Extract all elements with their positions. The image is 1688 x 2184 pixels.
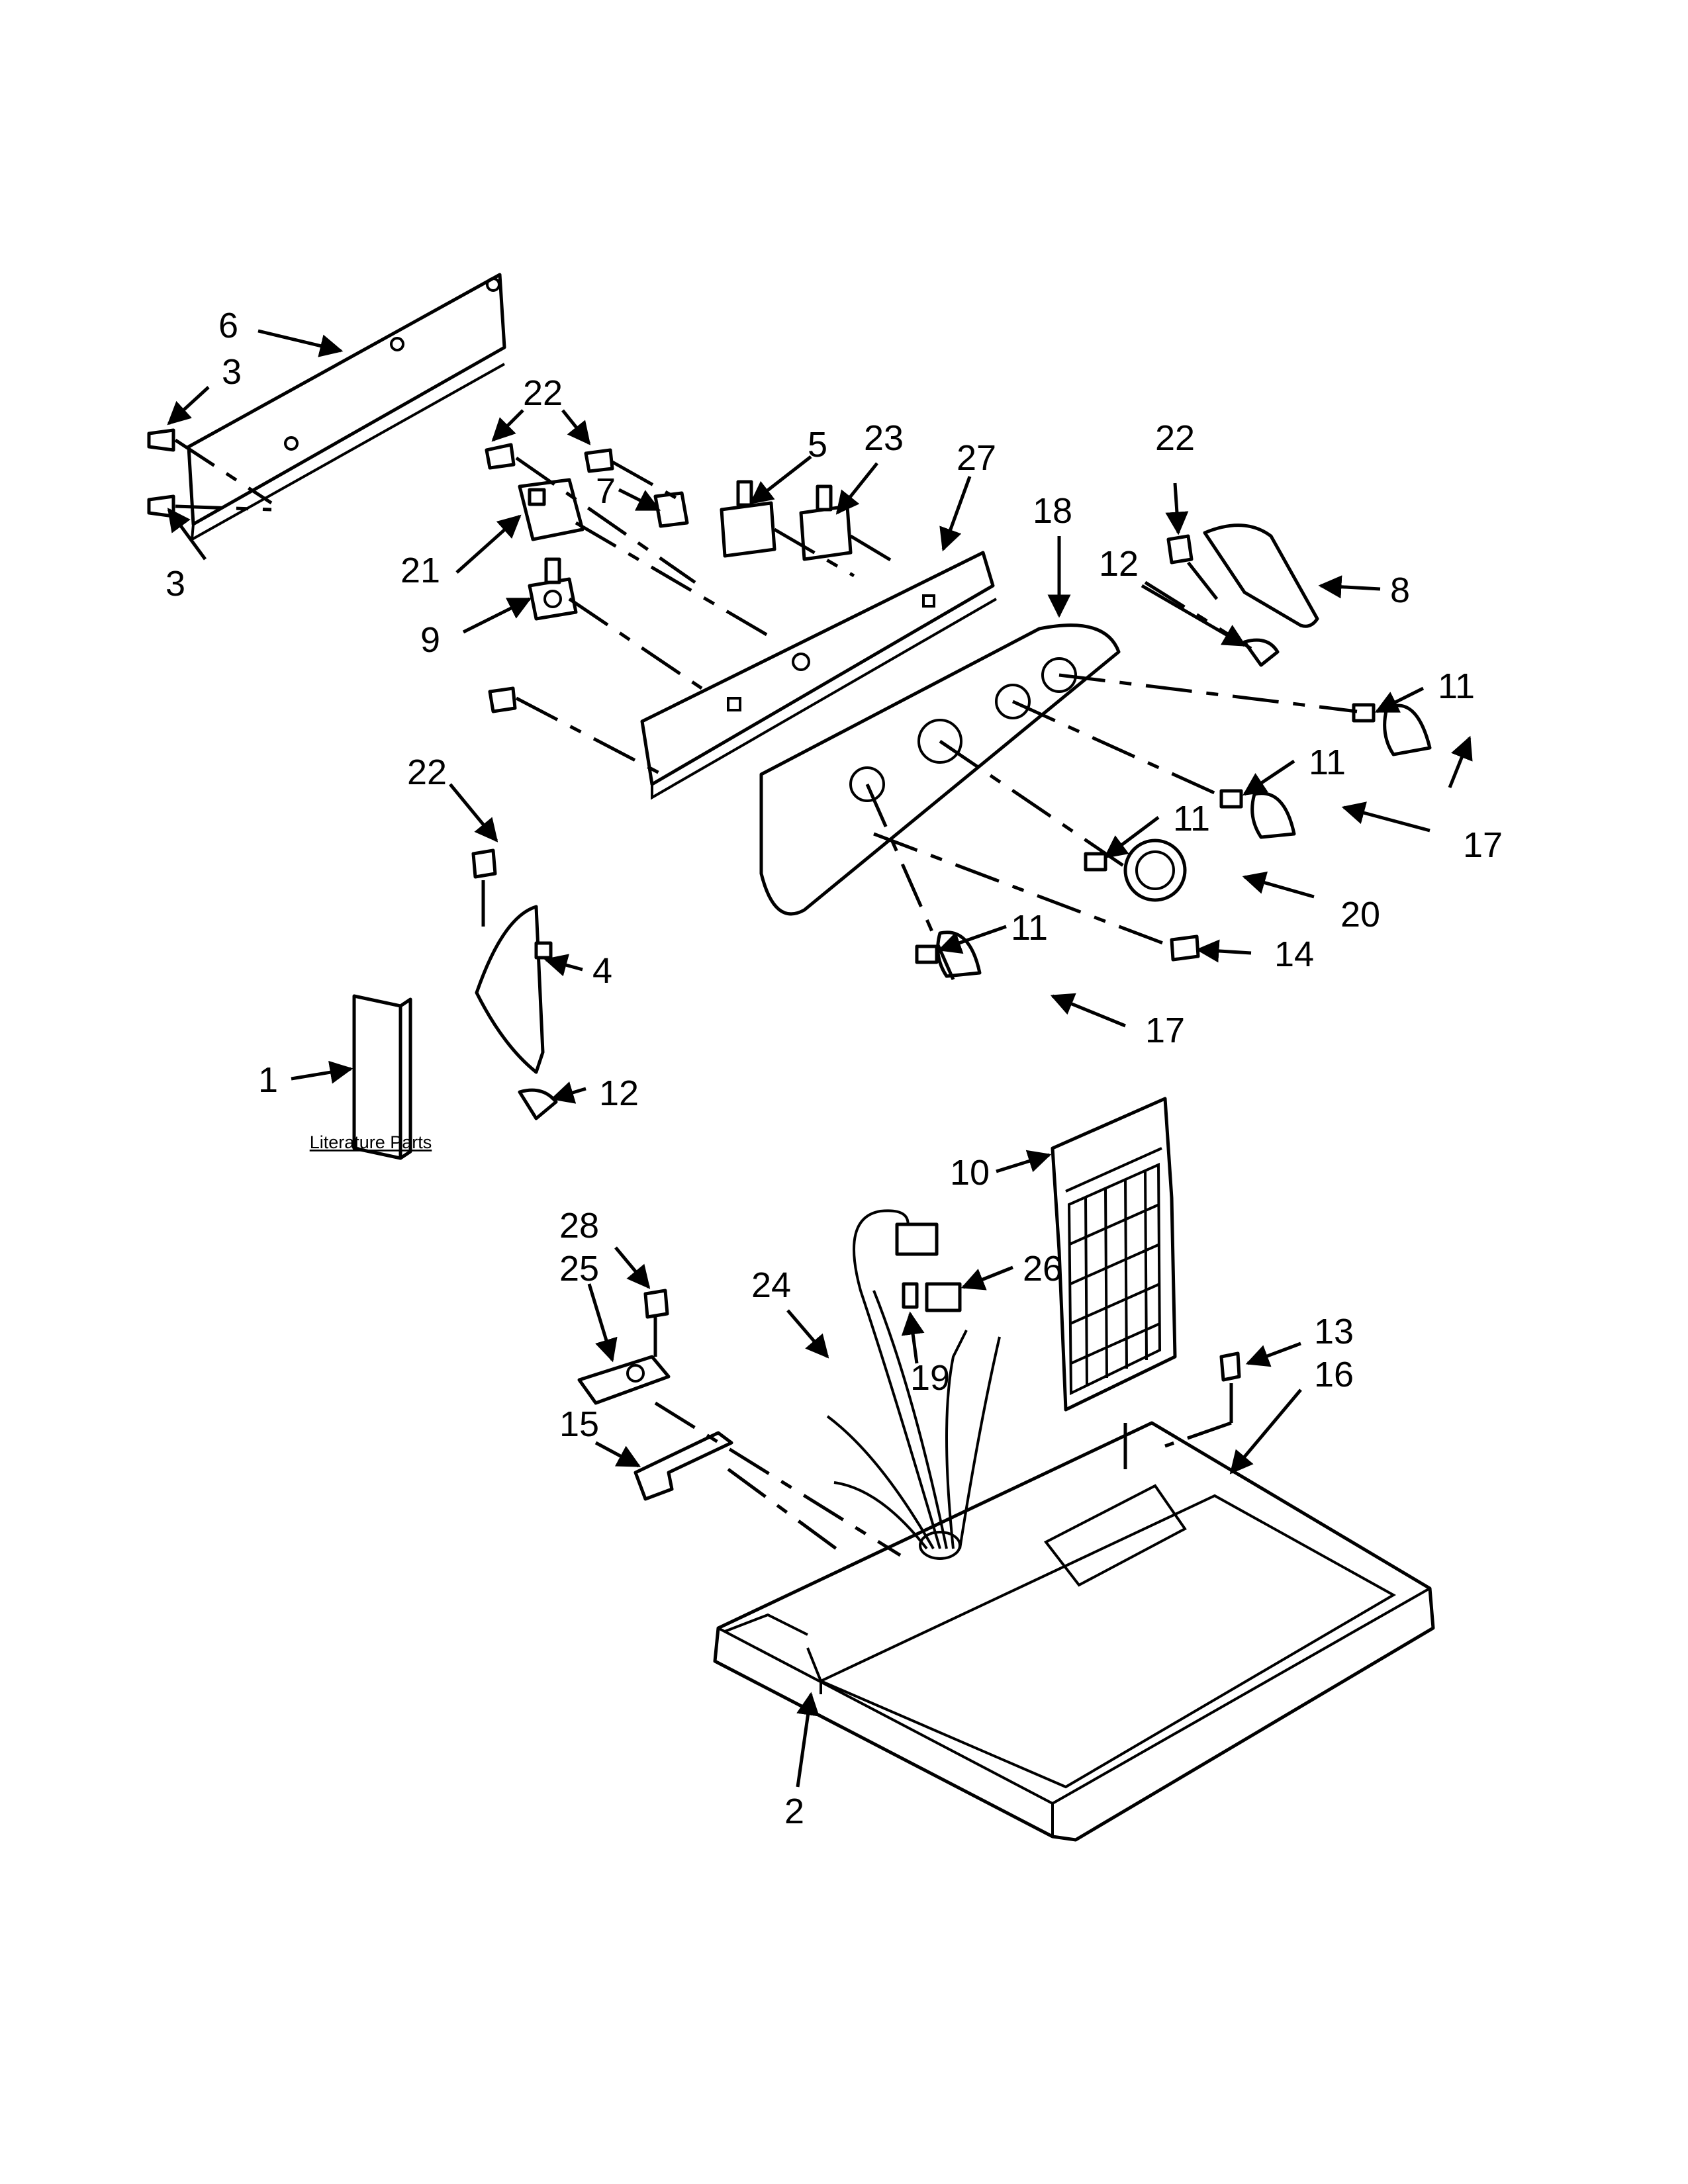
callout-22-left: 22 (407, 752, 447, 792)
callout-1: 1 (258, 1060, 278, 1100)
knob-part-17-mid (1250, 792, 1296, 839)
switch-part-23 (799, 484, 853, 561)
screw-part-22-left (488, 686, 517, 713)
spring-part-11-d (915, 944, 939, 964)
callout-11-c: 11 (1173, 799, 1210, 839)
callout-11-b: 11 (1309, 743, 1346, 782)
callout-21: 21 (400, 551, 440, 590)
clip-part-12-left (518, 1088, 558, 1120)
callout-3-lower: 3 (165, 564, 185, 604)
wire-harness (826, 1209, 1001, 1550)
spring-part-11-c (1084, 852, 1107, 872)
callout-14: 14 (1274, 934, 1314, 974)
screw-part-22-right (1166, 534, 1194, 565)
callout-20: 20 (1340, 895, 1380, 934)
callout-17-right: 17 (1463, 825, 1503, 865)
callout-7: 7 (596, 471, 616, 511)
knob-part-17-right (1383, 704, 1432, 756)
end-cap-part-8 (1203, 523, 1319, 628)
callout-11-a: 11 (1438, 666, 1475, 706)
callout-4: 4 (592, 951, 612, 991)
callout-12-right: 12 (1099, 544, 1139, 584)
control-bracket (640, 551, 997, 800)
screw-part-19 (902, 1282, 919, 1309)
callout-16: 16 (1314, 1355, 1354, 1394)
connector-part-26 (925, 1282, 962, 1312)
clip-part-12-right (1243, 638, 1280, 667)
callout-26: 26 (1023, 1249, 1062, 1289)
callout-23: 23 (864, 418, 904, 458)
callout-25: 25 (559, 1249, 599, 1289)
callout-5: 5 (808, 425, 827, 465)
callout-labels: 6 3 3 22 7 21 9 5 23 27 18 22 8 12 11 11… (165, 306, 1503, 1831)
callout-13: 13 (1314, 1312, 1354, 1351)
callout-2: 2 (784, 1792, 804, 1831)
literature-book (352, 994, 412, 1160)
callout-28: 28 (559, 1206, 599, 1246)
callout-27: 27 (957, 438, 996, 478)
screw-part-13 (1219, 1351, 1241, 1382)
screw-part-14 (1170, 934, 1200, 962)
screw-part-22-top-left (485, 443, 516, 470)
callout-22-top: 22 (523, 373, 563, 413)
callout-17-lower: 17 (1145, 1011, 1185, 1050)
switch-part-5 (720, 480, 776, 558)
screw-part-22-cap (471, 848, 497, 879)
switch-part-9 (528, 557, 578, 621)
callout-24: 24 (751, 1265, 791, 1305)
callout-3-upper: 3 (222, 352, 242, 392)
screw-part-28 (643, 1289, 669, 1319)
trim-part-2 (806, 1647, 822, 1694)
callout-10: 10 (950, 1153, 990, 1193)
spring-part-11-a (1352, 703, 1376, 723)
callout-19: 19 (910, 1358, 950, 1398)
callout-11-d: 11 (1011, 908, 1048, 948)
screw-part-3-upper (147, 428, 175, 452)
callout-18: 18 (1033, 491, 1072, 531)
callout-22-right: 22 (1155, 418, 1195, 458)
spring-part-11-b (1219, 789, 1243, 809)
knob-part-20 (1123, 839, 1187, 902)
callout-8: 8 (1390, 570, 1410, 610)
callout-6: 6 (218, 306, 238, 345)
callout-9: 9 (420, 620, 440, 660)
leader-arrows (167, 329, 1473, 1788)
control-console (759, 623, 1121, 916)
top-panel (713, 1421, 1435, 1842)
switch-part-21 (518, 478, 585, 541)
bracket-part-15 (633, 1431, 733, 1501)
switch-part-7 (653, 491, 689, 528)
bracket-part-25 (577, 1355, 671, 1405)
callout-12-left: 12 (599, 1073, 639, 1113)
lint-filter (1051, 1097, 1177, 1412)
literature-parts-label: Literature Parts (310, 1132, 432, 1152)
callout-15: 15 (559, 1404, 599, 1444)
screw-part-22-top-mid (584, 448, 614, 473)
end-cap-part-4 (475, 905, 553, 1074)
